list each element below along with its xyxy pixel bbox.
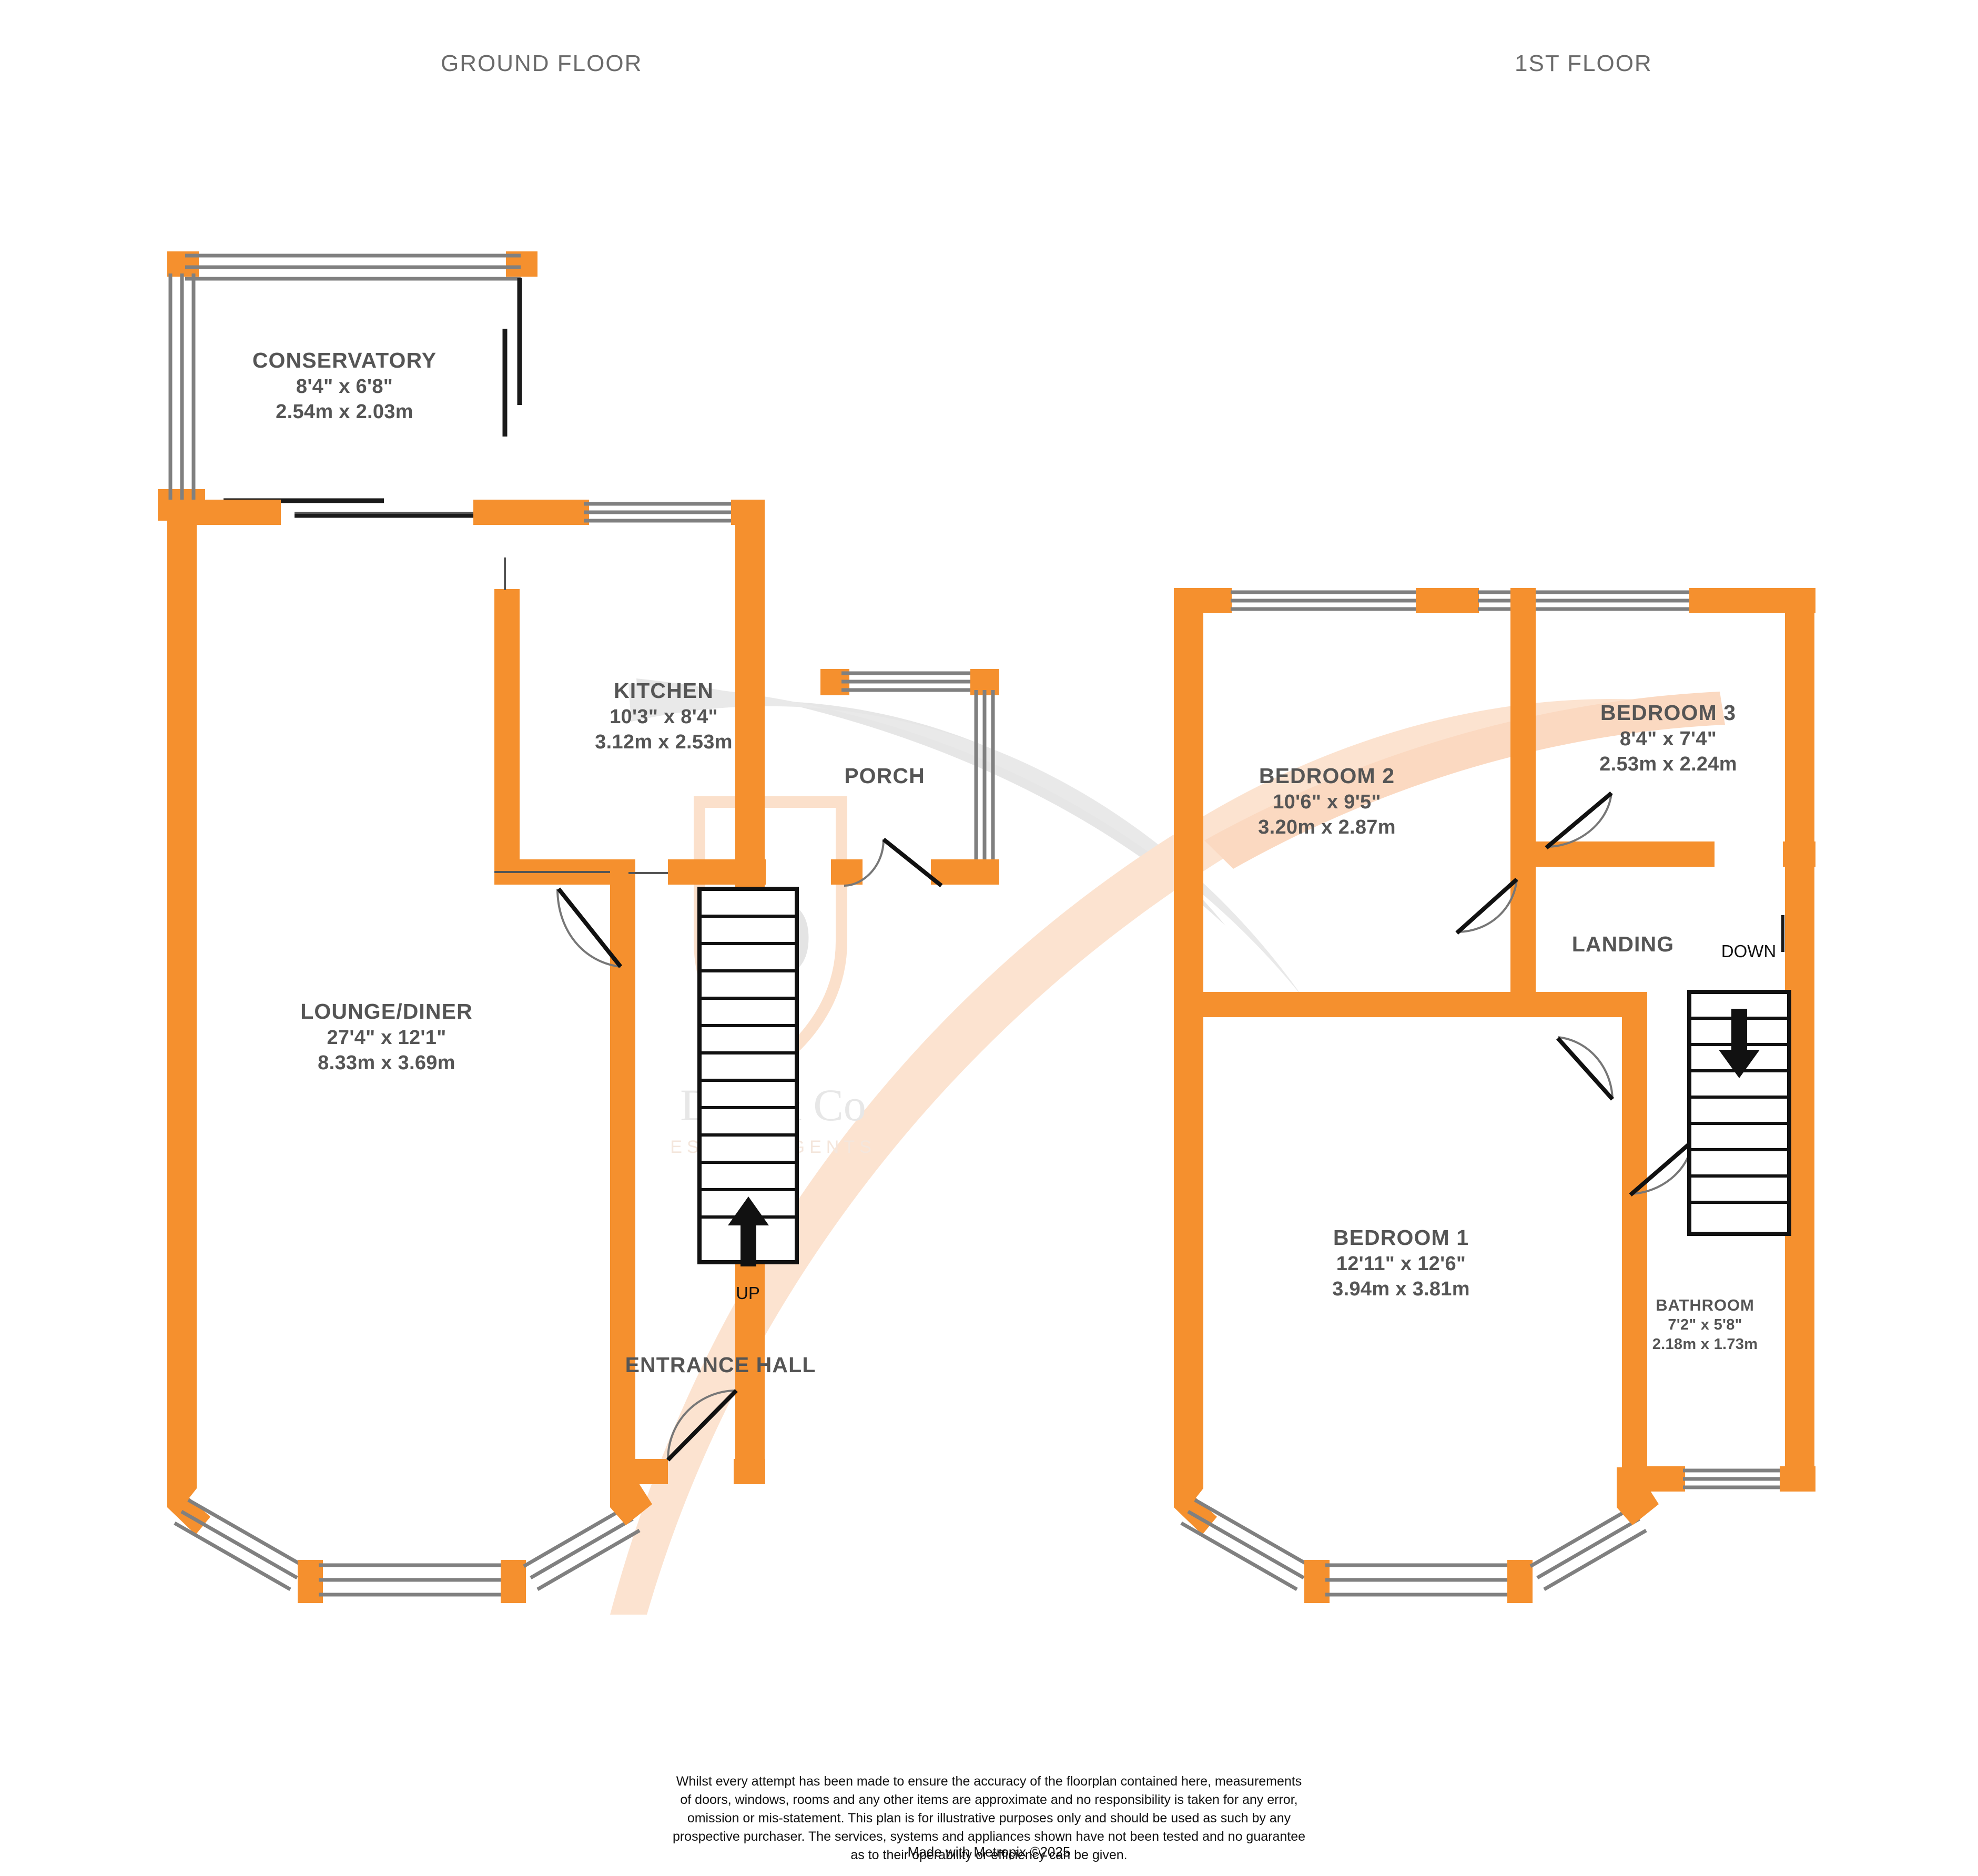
stair-up-label: UP [736,1283,760,1303]
ground-floor-walls [167,500,999,1603]
room-dims-metric: 3.20m x 2.87m [1258,816,1396,838]
staircase-down [1687,990,1791,1236]
first-floor-walls [1174,588,1815,1603]
disclaimer-line: prospective purchaser. The services, sys… [672,1829,1306,1844]
stair-down-label: DOWN [1721,941,1777,961]
room-dims-metric: 8.33m x 3.69m [318,1051,455,1074]
disclaimer-line: as to their operability or efficiency ca… [850,1848,1128,1862]
room-dims-imperial: 8'4" x 6'8" [296,375,393,398]
room-name: CONSERVATORY [252,348,437,372]
disclaimer-line: omission or mis-statement. This plan is … [687,1811,1291,1826]
stair-up-arrow [728,1196,769,1266]
disclaimer-text: Whilst every attempt has been made to en… [0,1772,1978,1864]
room-name: BEDROOM 3 [1600,701,1737,725]
room-name: BEDROOM 2 [1259,764,1395,788]
room-name: BEDROOM 1 [1333,1225,1469,1250]
ground-floor-doors [295,512,668,968]
room-dims-metric: 2.53m x 2.24m [1599,753,1737,775]
room-name: BATHROOM [1656,1296,1754,1314]
disclaimer-line: of doors, windows, rooms and any other i… [680,1792,1298,1807]
room-name: ENTRANCE HALL [625,1353,816,1377]
room-name: PORCH [844,764,925,788]
floor-title-first: 1ST FLOOR [1515,50,1652,76]
room-dims-imperial: 10'6" x 9'5" [1273,790,1381,813]
room-name: KITCHEN [614,678,714,703]
room-label-bedroom-1: BEDROOM 1 12'11" x 12'6" 3.94m x 3.81m [1332,1224,1470,1302]
ground-floor-plan [158,251,999,1603]
room-dims-metric: 2.18m x 1.73m [1652,1335,1758,1353]
room-label-bedroom-3: BEDROOM 3 8'4" x 7'4" 2.53m x 2.24m [1599,699,1737,777]
room-dims-metric: 3.94m x 3.81m [1332,1277,1470,1300]
room-label-entrance-hall: ENTRANCE HALL [625,1352,816,1379]
room-dims-imperial: 10'3" x 8'4" [610,705,718,728]
room-dims-imperial: 7'2" x 5'8" [1668,1316,1742,1334]
first-floor-doors [1455,791,1694,1197]
room-label-conservatory: CONSERVATORY 8'4" x 6'8" 2.54m x 2.03m [252,347,437,424]
floor-title-ground: GROUND FLOOR [441,50,643,76]
room-label-landing: LANDING [1572,931,1674,958]
room-dims-metric: 2.54m x 2.03m [276,400,413,423]
disclaimer-line: Whilst every attempt has been made to en… [676,1774,1302,1789]
room-label-porch: PORCH [844,763,925,790]
room-dims-imperial: 8'4" x 7'4" [1619,727,1717,750]
room-label-bathroom: BATHROOM 7'2" x 5'8" 2.18m x 1.73m [1652,1295,1758,1354]
room-name: LOUNGE/DINER [300,999,473,1023]
first-floor-plan [1174,588,1815,1603]
staircase-up [697,887,799,1266]
room-label-bedroom-2: BEDROOM 2 10'6" x 9'5" 3.20m x 2.87m [1258,763,1396,840]
room-dims-imperial: 12'11" x 12'6" [1336,1252,1466,1275]
room-dims-imperial: 27'4" x 12'1" [327,1026,447,1049]
room-name: LANDING [1571,932,1675,956]
room-label-kitchen: KITCHEN 10'3" x 8'4" 3.12m x 2.53m [595,677,733,755]
room-dims-metric: 3.12m x 2.53m [595,731,733,753]
stair-down-arrow [1719,1009,1760,1078]
metropix-credit: Made with Metropix ©2025 [907,1844,1071,1860]
room-label-lounge-diner: LOUNGE/DINER 27'4" x 12'1" 8.33m x 3.69m [300,998,473,1076]
